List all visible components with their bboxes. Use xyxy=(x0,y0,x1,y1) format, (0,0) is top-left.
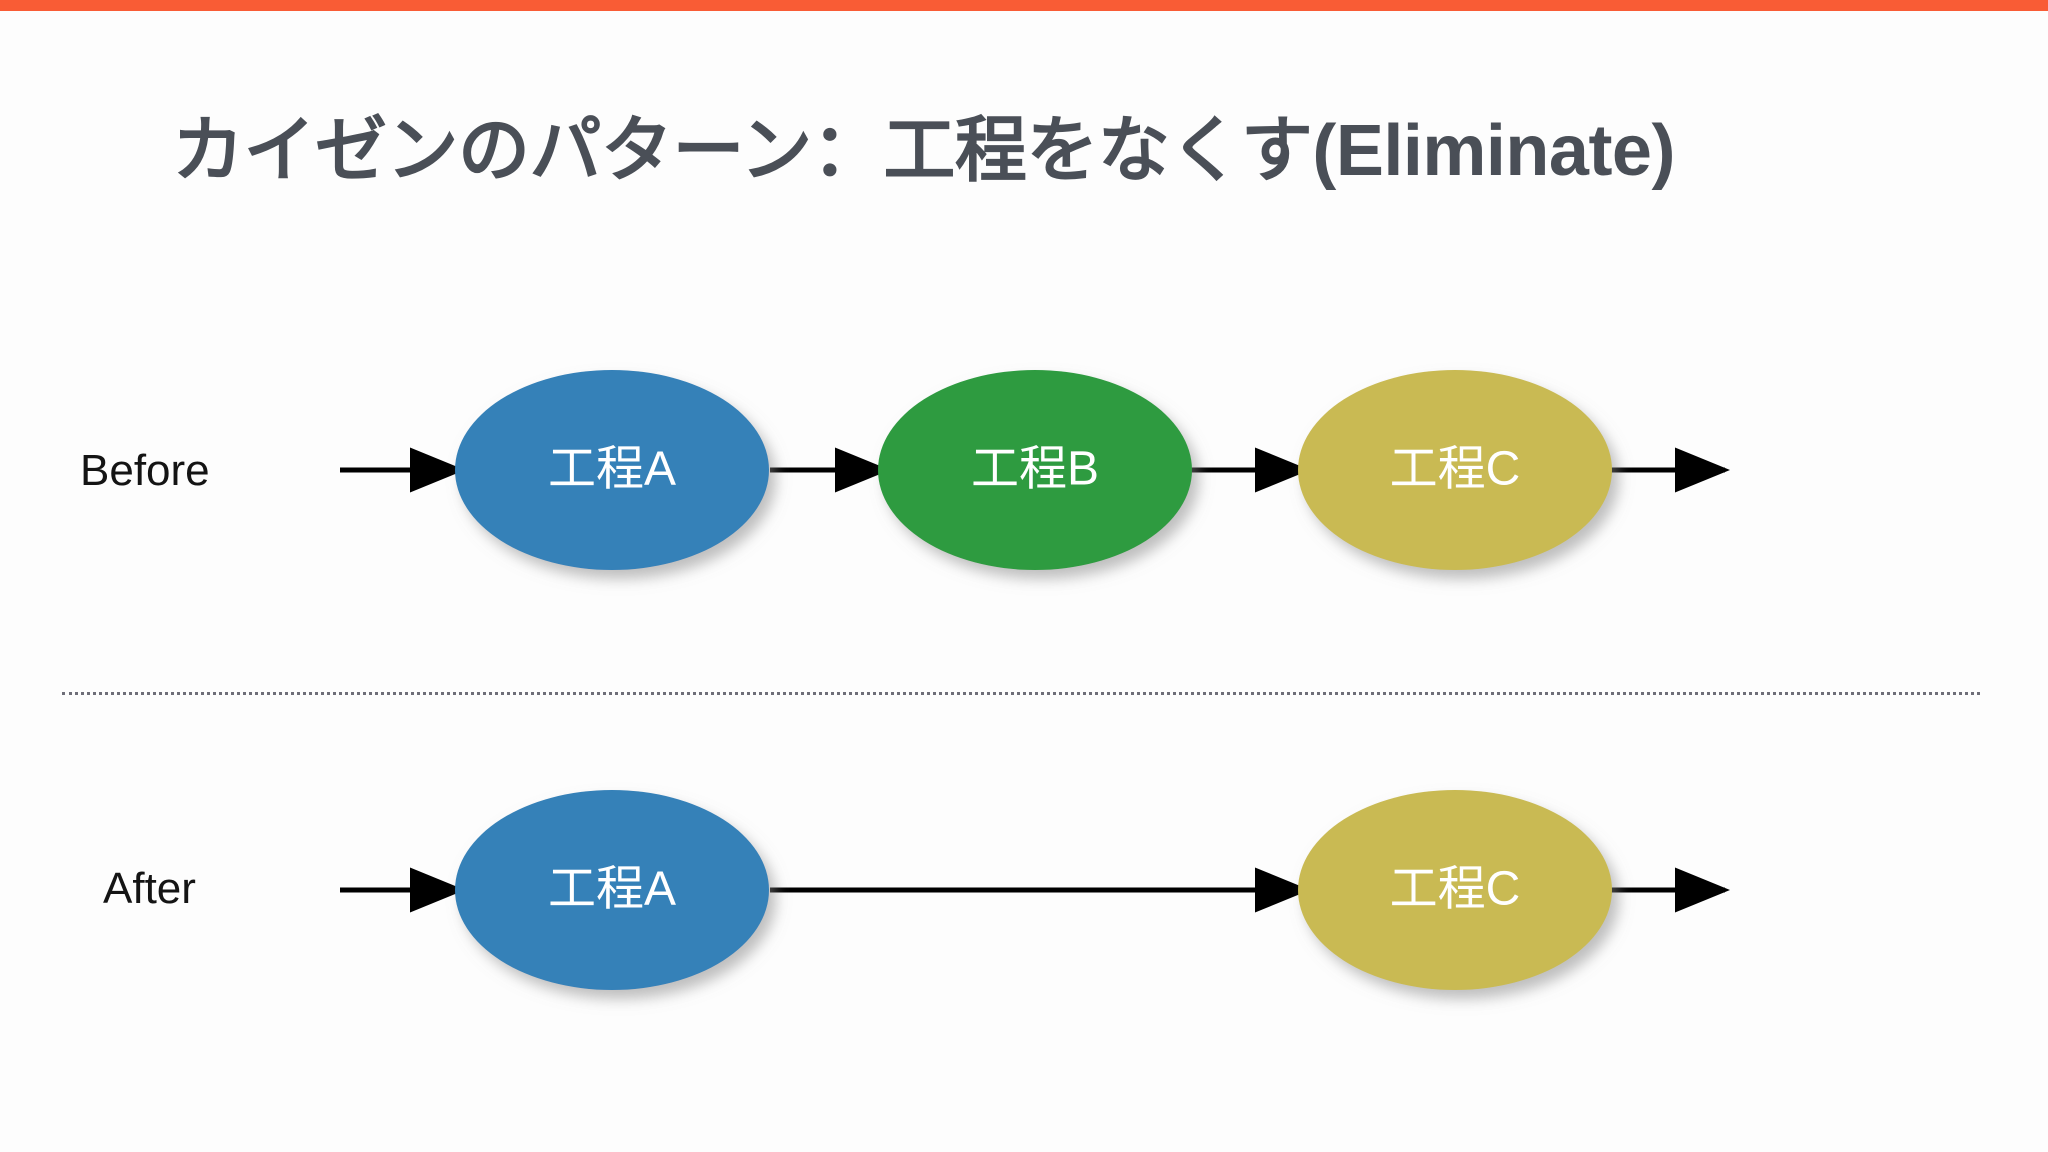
process-node-label: 工程C xyxy=(1390,863,1521,916)
before-row-group: 工程A 工程B 工程C xyxy=(340,370,1730,570)
process-node-after-1[interactable]: 工程A xyxy=(455,790,769,990)
process-node-label: 工程C xyxy=(1390,443,1521,496)
ellipse-shape xyxy=(878,370,1192,570)
page-title: カイゼンのパターン：工程をなくす(Eliminate) xyxy=(172,111,1675,191)
ellipse-shape xyxy=(1298,370,1612,570)
process-node-label: 工程B xyxy=(971,443,1099,496)
ellipse-shape xyxy=(455,370,769,570)
row-label-before: Before xyxy=(80,446,210,495)
after-row-group: 工程A 工程C xyxy=(340,790,1730,990)
process-node-before-2[interactable]: 工程B xyxy=(878,370,1192,570)
process-node-before-3[interactable]: 工程C xyxy=(1298,370,1612,570)
process-node-before-1[interactable]: 工程A xyxy=(455,370,769,570)
row-label-after: After xyxy=(103,864,196,913)
ellipse-shape xyxy=(455,790,769,990)
row-divider xyxy=(62,692,1980,695)
top-accent-bar xyxy=(0,0,2048,11)
process-node-after-2[interactable]: 工程C xyxy=(1298,790,1612,990)
ellipse-shape xyxy=(1298,790,1612,990)
process-node-label: 工程A xyxy=(548,443,676,496)
process-node-label: 工程A xyxy=(548,863,676,916)
